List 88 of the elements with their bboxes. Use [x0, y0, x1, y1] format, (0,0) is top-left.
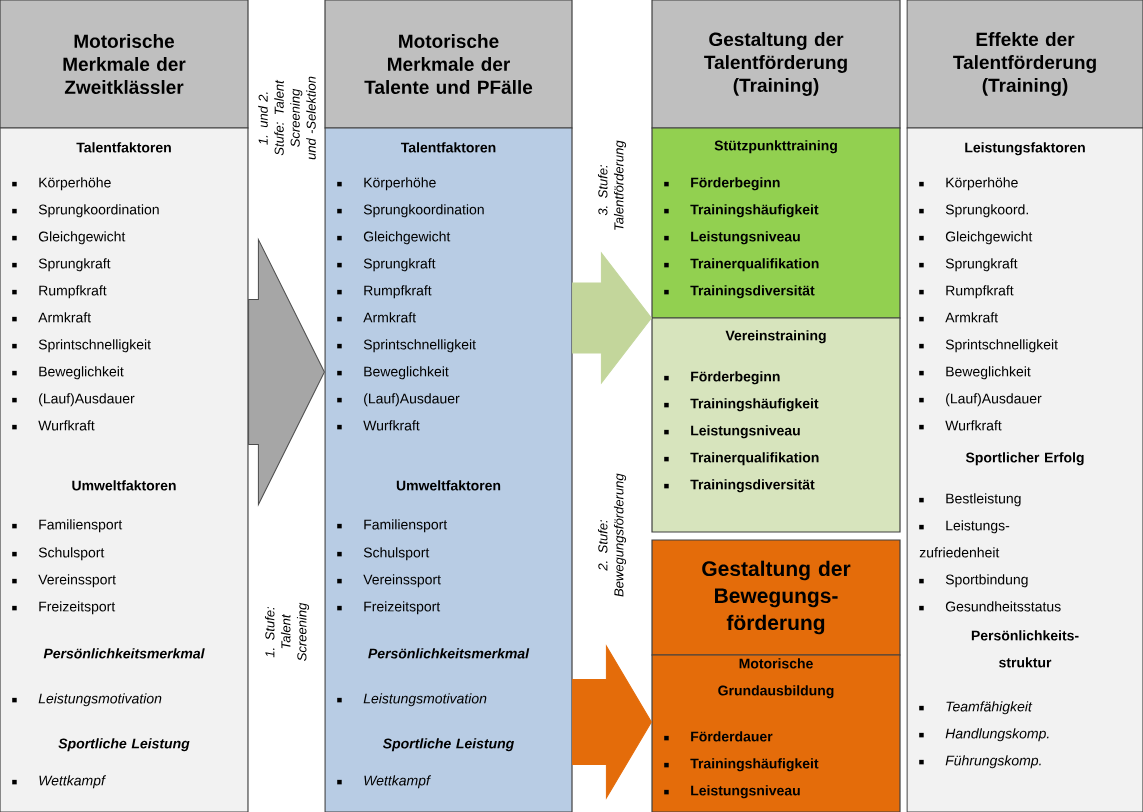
list-item: Sprungkoordination — [337, 204, 484, 218]
list-item: Förderdauer — [664, 731, 773, 742]
section-heading: Vereinstraining — [725, 330, 826, 344]
list-item: Wurfkraft — [12, 420, 95, 431]
list-item: Wurfkraft — [337, 420, 420, 431]
list-item: Wettkampf — [337, 775, 432, 789]
section-box: Gestaltung der Bewegungs- förderung — [651, 539, 901, 656]
list-item: Förderbeginn — [664, 371, 780, 385]
stage-label: 2. Stufe: Bewegungsförderung — [597, 473, 627, 597]
section-heading: Leistungsfaktoren — [965, 142, 1085, 156]
section-heading: Persönlichkeits- struktur — [971, 630, 1079, 668]
section-heading: Talentfaktoren — [400, 142, 496, 153]
list-item: Trainerqualifikation — [664, 258, 819, 272]
block-arrow — [248, 239, 325, 505]
list-item: Trainerqualifikation — [664, 452, 819, 466]
list-item: (Lauf)Ausdauer — [919, 393, 1042, 407]
list-item: Gleichgewicht — [337, 231, 451, 245]
list-item: Freizeitsport — [337, 601, 441, 615]
stage-label: 1. Stufe: Talent Screening — [264, 602, 310, 661]
list-item: Schulsport — [12, 547, 105, 561]
list-item: Sportbindung — [919, 574, 1028, 588]
list-item: Schulsport — [337, 547, 430, 561]
list-item: Sprungkraft — [12, 258, 111, 272]
column-header: Motorische Merkmale der Zweitklässler — [0, 0, 249, 129]
list-item: Bestleistung — [919, 493, 1021, 507]
list-item: Sprungkoordination — [12, 204, 159, 218]
list-item: Familiensport — [337, 519, 448, 533]
section-heading: Persönlichkeitsmerkmal — [368, 648, 530, 659]
list-item: Sprintschnelligkeit — [337, 339, 476, 353]
list-item: Wurfkraft — [919, 420, 1002, 431]
list-item: Leistungs- zufriedenheit — [919, 520, 1010, 558]
section-heading: Sportlicher Erfolg — [965, 452, 1084, 466]
list-item: Gesundheitsstatus — [919, 601, 1061, 612]
list-item: Beweglichkeit — [12, 366, 124, 380]
list-item: Trainingshäufigkeit — [664, 204, 819, 218]
stage-label: 1. und 2. Stufe: Talent Screening und -Selektion — [258, 76, 316, 160]
list-item: Armkraft — [919, 312, 998, 323]
list-item: Familiensport — [12, 519, 123, 533]
list-item: Beweglichkeit — [919, 366, 1031, 380]
list-item: Rumpfkraft — [337, 285, 432, 299]
list-item: Sprintschnelligkeit — [12, 339, 151, 353]
list-item: Leistungsmotivation — [337, 693, 487, 707]
list-item: Rumpfkraft — [919, 285, 1014, 299]
list-item: Leistungsmotivation — [12, 693, 162, 707]
list-item: (Lauf)Ausdauer — [337, 393, 460, 407]
list-item: Sprintschnelligkeit — [919, 339, 1058, 353]
list-item: Gleichgewicht — [12, 231, 126, 245]
list-item: (Lauf)Ausdauer — [12, 393, 135, 407]
list-item: Vereinssport — [12, 574, 116, 588]
list-item: Leistungsniveau — [664, 785, 800, 799]
section-heading: Umweltfaktoren — [396, 480, 501, 491]
list-item: Handlungskomp. — [919, 728, 1049, 742]
list-item: Teamfähigkeit — [919, 701, 1033, 715]
block-arrow — [572, 645, 652, 799]
list-item: Sprungkoord. — [919, 204, 1028, 218]
list-item: Körperhöhe — [919, 177, 1018, 191]
section-heading: Motorische Grundausbildung — [718, 658, 834, 699]
list-item: Armkraft — [337, 312, 416, 323]
list-item: Freizeitsport — [12, 601, 116, 615]
block-arrow — [572, 252, 652, 384]
list-item: Körperhöhe — [337, 177, 436, 191]
list-item: Armkraft — [12, 312, 91, 323]
list-item: Trainingsdiversität — [664, 285, 815, 299]
list-item: Förderbeginn — [664, 177, 780, 191]
section-heading: Umweltfaktoren — [72, 480, 176, 491]
list-item: Trainingsdiversität — [664, 479, 815, 493]
list-item: Sprungkraft — [919, 258, 1018, 272]
list-item: Wettkampf — [12, 775, 107, 789]
column-header: Gestaltung der Talentförderung (Training) — [651, 0, 901, 129]
list-item: Sprungkraft — [337, 258, 436, 272]
list-item: Trainingshäufigkeit — [664, 758, 819, 772]
section-heading: Talentfaktoren — [76, 142, 171, 153]
list-item: Leistungsniveau — [664, 425, 800, 439]
column-header: Motorische Merkmale der Talente und PFälle — [324, 0, 573, 129]
list-item: Körperhöhe — [12, 177, 111, 191]
section-heading: Sportliche Leistung — [58, 738, 190, 752]
list-item: Führungskomp. — [919, 755, 1041, 769]
section-heading: Stützpunkttraining — [714, 140, 837, 154]
section-heading: Sportliche Leistung — [382, 738, 514, 752]
list-item: Rumpfkraft — [12, 285, 107, 299]
list-item: Leistungsniveau — [664, 231, 800, 245]
list-item: Vereinssport — [337, 574, 441, 588]
section-heading: Persönlichkeitsmerkmal — [43, 648, 205, 659]
list-item: Trainingshäufigkeit — [664, 398, 819, 412]
list-item: Gleichgewicht — [919, 231, 1033, 245]
column-header: Effekte der Talentförderung (Training) — [906, 0, 1143, 129]
list-item: Beweglichkeit — [337, 366, 449, 380]
stage-label: 3. Stufe: Talentförderung — [597, 140, 627, 230]
